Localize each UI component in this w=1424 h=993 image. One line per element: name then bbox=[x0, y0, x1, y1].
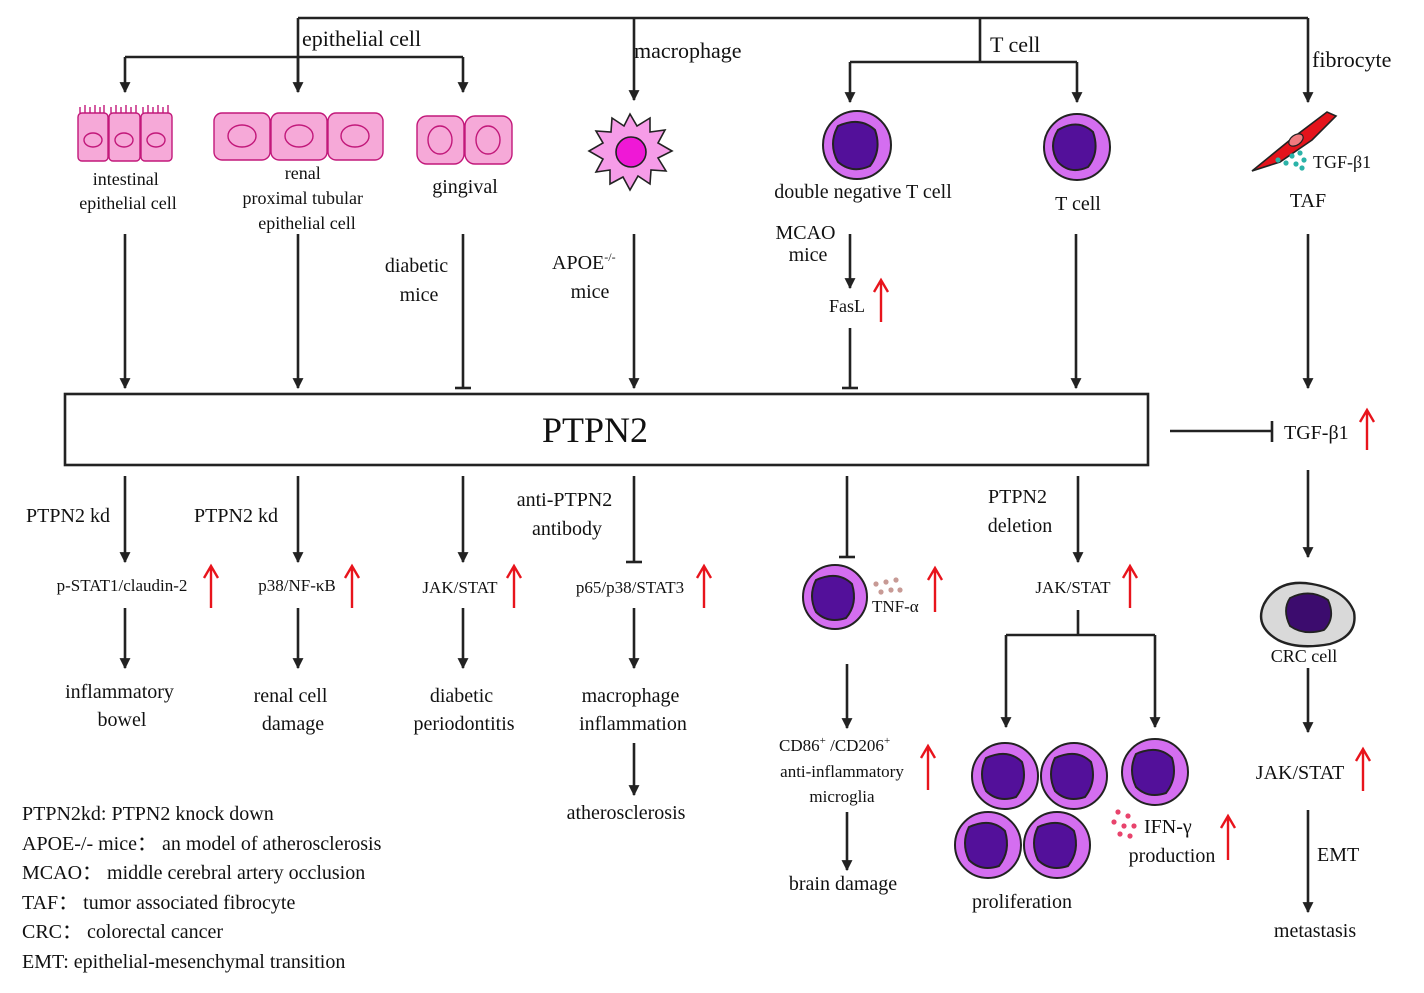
downstream-connectors bbox=[119, 470, 1314, 914]
col3-up-arrow bbox=[505, 563, 523, 608]
col7-up-arrow bbox=[1354, 746, 1372, 791]
label-col1-mediator: p-STAT1/claudin-2 bbox=[57, 576, 188, 595]
label-t-cell: T cell bbox=[1055, 193, 1101, 215]
label-t-cell-header: T cell bbox=[990, 32, 1040, 57]
label-crc-cell: CRC cell bbox=[1271, 646, 1338, 666]
microglia-cell-icon bbox=[802, 564, 868, 630]
upstream-connectors bbox=[119, 234, 1314, 390]
label-epithelial-cell: epithelial cell bbox=[302, 26, 421, 51]
label-tgf-beta1-small: TGF-β1 bbox=[1313, 152, 1371, 172]
legend-item: CRC： colorectal cancer bbox=[22, 921, 224, 943]
label-col3-mediator: JAK/STAT bbox=[422, 578, 498, 597]
label-renal: renal proximal tubular epithelial cell bbox=[243, 163, 368, 233]
label-col2-condition: PTPN2 kd bbox=[194, 505, 278, 527]
ifn-producing-t-cell-icon bbox=[1121, 738, 1189, 806]
label-brain-damage: brain damage bbox=[789, 873, 897, 895]
label-apoe-mice: mice bbox=[571, 281, 610, 303]
label-mcao-mice: MCAO mice bbox=[775, 222, 840, 266]
col4-up-arrow bbox=[695, 563, 713, 608]
col2-up-arrow bbox=[343, 563, 361, 608]
crc-cell-icon bbox=[1259, 581, 1356, 648]
col6-up-arrow bbox=[1121, 563, 1139, 608]
label-cd86-cd206: CD86+ /CD206+ bbox=[779, 735, 890, 755]
label-tgf-beta1: TGF-β1 bbox=[1284, 422, 1349, 444]
label-macrophage: macrophage bbox=[634, 38, 742, 63]
label-emt: EMT bbox=[1317, 844, 1359, 866]
col1-up-arrow bbox=[202, 563, 220, 608]
fibrocyte-icon bbox=[1251, 111, 1338, 172]
label-col6-condition: PTPN2 deletion bbox=[988, 486, 1052, 537]
col5b-up-arrow bbox=[919, 743, 937, 790]
label-anti-inflammatory: anti-inflammatory bbox=[780, 762, 904, 781]
label-production: production bbox=[1129, 845, 1216, 867]
legend-item: TAF： tumor associated fibrocyte bbox=[22, 891, 296, 914]
legend-item: PTPN2kd: PTPN2 knock down bbox=[22, 803, 274, 825]
label-col1-condition: PTPN2 kd bbox=[26, 505, 110, 527]
label-col7-mediator: JAK/STAT bbox=[1256, 762, 1344, 784]
label-col2-outcome: renal cell damage bbox=[254, 685, 333, 735]
header-connectors bbox=[119, 16, 1314, 104]
tgf-beta1-secretion-dots bbox=[1275, 150, 1307, 171]
label-fasl: FasL bbox=[829, 296, 865, 316]
legend-item: APOE-/- mice： an model of atherosclerosi… bbox=[22, 832, 382, 855]
macrophage-cell-icon bbox=[587, 112, 674, 192]
label-col6-mediator: JAK/STAT bbox=[1035, 578, 1111, 597]
label-intestinal: intestinal epithelial cell bbox=[79, 169, 176, 213]
proliferating-t-cells-icon bbox=[954, 742, 1108, 879]
label-double-negative-t-cell: double negative T cell bbox=[774, 181, 952, 203]
label-gingival: gingival bbox=[432, 176, 498, 198]
label-col4-condition: anti-PTPN2 antibody bbox=[517, 489, 618, 540]
label-tnf-alpha: TNF-α bbox=[872, 597, 919, 616]
abbreviation-legend: PTPN2kd: PTPN2 knock down APOE-/- mice： … bbox=[22, 800, 381, 977]
label-col2-mediator: p38/NF-κB bbox=[258, 576, 336, 595]
label-fibrocyte: fibrocyte bbox=[1312, 47, 1391, 72]
ptpn2-box bbox=[63, 392, 1150, 467]
double-negative-t-cell-icon bbox=[822, 110, 892, 180]
renal-tubular-epithelial-cell-icon bbox=[213, 112, 384, 161]
label-col4-outcome: macrophage inflammation bbox=[579, 685, 687, 735]
label-apoe: APOE-/- bbox=[552, 250, 616, 274]
label-proliferation: proliferation bbox=[972, 891, 1072, 913]
tnf-alpha-secretion-dots bbox=[873, 577, 903, 595]
label-atherosclerosis: atherosclerosis bbox=[567, 802, 686, 824]
col5-up-arrow bbox=[926, 565, 944, 612]
label-col3-outcome: diabetic periodontitis bbox=[413, 685, 514, 735]
fasl-up-arrow bbox=[872, 277, 890, 322]
label-taf: TAF bbox=[1290, 190, 1326, 212]
legend-item: MCAO： middle cerebral artery occlusion bbox=[22, 862, 366, 884]
ptpn2-inhibits-tgf-connector bbox=[1170, 421, 1274, 442]
legend-item: EMT: epithelial-mesenchymal transition bbox=[22, 950, 346, 973]
t-cell-icon bbox=[1043, 113, 1111, 181]
tgf-up-arrow bbox=[1358, 407, 1376, 450]
ifn-gamma-secretion-dots bbox=[1111, 809, 1137, 839]
label-col4-mediator: p65/p38/STAT3 bbox=[576, 578, 684, 597]
intestinal-epithelial-cell-icon bbox=[77, 105, 173, 162]
label-col1-outcome: inflammatory bowel bbox=[65, 681, 179, 731]
label-metastasis: metastasis bbox=[1274, 920, 1356, 942]
label-diabetic-mice: diabetic mice bbox=[385, 255, 453, 306]
label-ptpn2: PTPN2 bbox=[542, 410, 648, 450]
col6b-up-arrow bbox=[1219, 813, 1237, 860]
label-microglia: microglia bbox=[809, 787, 875, 806]
gingival-cell-icon bbox=[416, 115, 513, 165]
label-ifn-gamma: IFN-γ bbox=[1144, 816, 1192, 838]
